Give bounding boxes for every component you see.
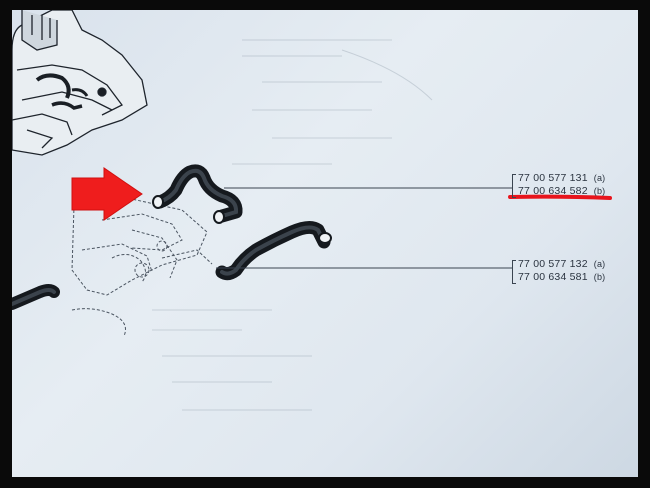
highlight-underline: [508, 194, 612, 200]
variant-label: (a): [593, 259, 606, 269]
red-arrow-icon: [71, 167, 143, 221]
reference-2-line-a: 77 00 577 132 (a): [518, 258, 605, 271]
hose-part-3: [12, 284, 60, 310]
part-number: 77 00 634 582: [518, 185, 588, 197]
dashed-phantom-parts: [71, 197, 213, 337]
bleed-through-text: [152, 39, 433, 411]
engine-illustration: [12, 10, 148, 156]
reference-bracket-2: [512, 260, 516, 284]
reference-1-line-b: 77 00 634 582 (b): [518, 185, 605, 198]
variant-label: (b): [593, 272, 606, 282]
parts-catalog-page: 77 00 577 131 (a) 77 00 634 582 (b) 77 00 …: [12, 10, 638, 477]
exploded-parts-diagram: [12, 10, 612, 337]
variant-label: (b): [593, 186, 606, 196]
reference-2-line-b: 77 00 634 581 (b): [518, 271, 605, 284]
reference-1-line-a: 77 00 577 131 (a): [518, 172, 605, 185]
hose-part-1: [152, 164, 243, 224]
part-number: 77 00 577 132: [518, 258, 588, 270]
part-number: 77 00 634 581: [518, 271, 588, 283]
variant-label: (a): [593, 173, 606, 183]
reference-bracket-1: [512, 174, 516, 198]
hose-part-2: [215, 220, 332, 281]
part-number: 77 00 577 131: [518, 172, 588, 184]
